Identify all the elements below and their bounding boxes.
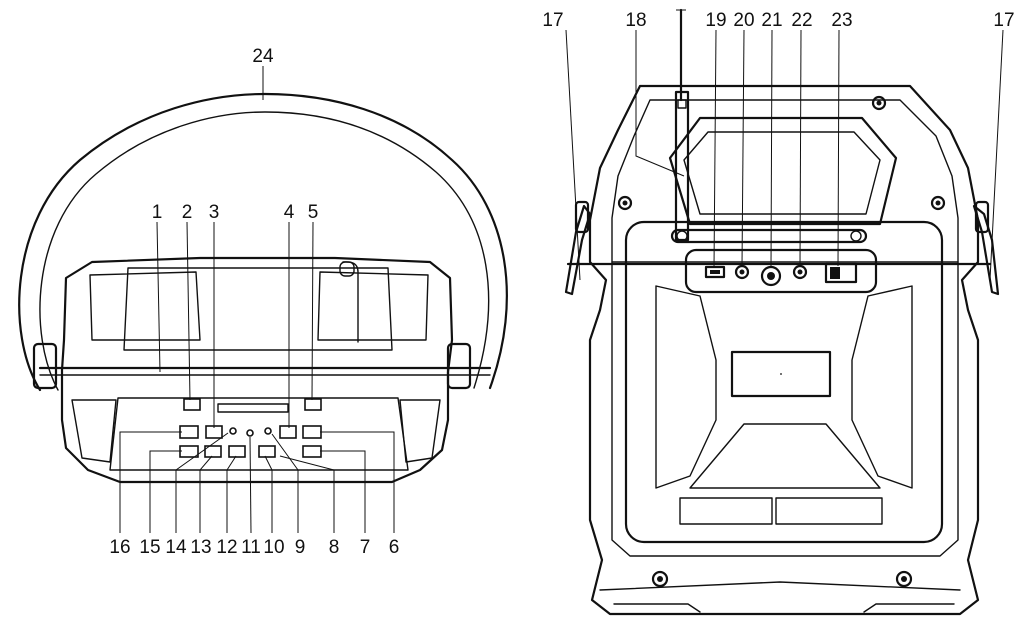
screw-left: [617, 195, 633, 211]
button-2[interactable]: [183, 398, 201, 411]
callout-4: 4: [284, 202, 295, 223]
screw-top-right: [871, 95, 887, 111]
dc-jack-center: [797, 269, 803, 275]
front-panel-bezel: [611, 261, 959, 557]
usb-port-inner: [710, 270, 720, 274]
shell-inner-frame: [611, 99, 959, 263]
front-view: 17 18 19 20 21 22 23 17: [542, 8, 1015, 616]
screw-right-center: [935, 200, 941, 206]
callout-9: 9: [295, 537, 306, 558]
bracket-knob-right: [974, 200, 990, 234]
led-11: [246, 429, 254, 437]
screw-top-right-center: [876, 100, 882, 106]
button-12[interactable]: [228, 445, 246, 458]
mic-jack-center: [767, 272, 775, 280]
callout-17-left: 17: [542, 10, 563, 31]
callout-8: 8: [329, 537, 340, 558]
button-5[interactable]: [304, 398, 322, 411]
top-panel-left: [89, 271, 201, 341]
callout-5: 5: [308, 202, 319, 223]
button-16[interactable]: [179, 425, 199, 439]
usb-port[interactable]: [704, 265, 726, 279]
holder-pin-right: [850, 230, 862, 242]
display-window: [730, 350, 832, 398]
screw-bottom-left-center: [657, 576, 663, 582]
callout-7: 7: [360, 537, 371, 558]
grille-bottom: [689, 423, 881, 489]
led-9: [264, 427, 272, 435]
speaker-body-top: [60, 256, 454, 484]
top-panel-center: [123, 267, 393, 351]
callout-17-right: 17: [993, 10, 1014, 31]
lower-panel-left: [71, 399, 117, 463]
button-13[interactable]: [204, 445, 222, 458]
power-switch[interactable]: [824, 262, 858, 284]
button-7[interactable]: [302, 445, 322, 458]
button-15[interactable]: [179, 445, 199, 458]
callout-24: 24: [252, 46, 274, 67]
speaker-shell: [588, 84, 980, 616]
top-view: 24 1 2 3 4 5 16 15 14 13 12 11 10 9 8 7 …: [18, 46, 508, 558]
control-panel: [109, 397, 409, 471]
callout-21: 21: [761, 10, 782, 31]
callout-19: 19: [705, 10, 726, 31]
callout-3: 3: [209, 202, 220, 223]
button-10[interactable]: [258, 445, 276, 458]
connector-panel: [684, 248, 878, 294]
screw-right: [930, 195, 946, 211]
callout-11: 11: [241, 537, 261, 558]
callout-1: 1: [152, 202, 163, 223]
hinge-right: [446, 342, 472, 390]
callout-6: 6: [389, 537, 400, 558]
callout-23: 23: [831, 10, 852, 31]
screw-bottom-right-center: [901, 576, 907, 582]
screw-left-center: [622, 200, 628, 206]
screw-bottom-right: [895, 570, 913, 588]
led-14: [229, 427, 237, 435]
callout-14: 14: [165, 537, 187, 558]
leader-lines-right: [565, 29, 1004, 281]
label-plate-right: [775, 497, 883, 525]
callout-20: 20: [733, 10, 754, 31]
handle-cutout-inner: [683, 131, 881, 215]
callout-13: 13: [190, 537, 211, 558]
handle-clip-ring: [339, 261, 355, 277]
carry-handle-inner: [39, 111, 490, 391]
callout-22: 22: [791, 10, 812, 31]
grille-left: [655, 285, 717, 489]
callout-18: 18: [625, 10, 646, 31]
lower-panel-right: [399, 399, 441, 463]
callout-15: 15: [139, 537, 160, 558]
antenna-joint: [677, 99, 687, 109]
holder-pin-left: [676, 230, 688, 242]
foot-left: [613, 603, 701, 613]
top-panel-right: [317, 271, 429, 341]
carry-handle: [18, 92, 508, 392]
front-panel: [624, 220, 944, 544]
display-slot: [217, 403, 289, 413]
power-switch-slider: [830, 267, 840, 279]
label-plate-left: [679, 497, 773, 525]
foot-right: [863, 603, 955, 613]
button-4[interactable]: [279, 425, 297, 439]
callout-16: 16: [109, 537, 130, 558]
aux-jack-center: [739, 269, 745, 275]
antenna-body: [674, 90, 690, 242]
callout-2: 2: [182, 202, 193, 223]
grille-right: [851, 285, 913, 489]
screw-bottom-left: [651, 570, 669, 588]
hinge-left: [32, 342, 58, 390]
callout-10: 10: [263, 537, 284, 558]
callout-12: 12: [216, 537, 237, 558]
front-handle-cutout: [668, 116, 898, 226]
button-6[interactable]: [302, 425, 322, 439]
display-dot: [780, 373, 782, 375]
leader-lines-left: [119, 66, 395, 534]
base-line: [599, 581, 961, 591]
handle-clip: [342, 261, 359, 343]
antenna-holder: [670, 228, 868, 244]
